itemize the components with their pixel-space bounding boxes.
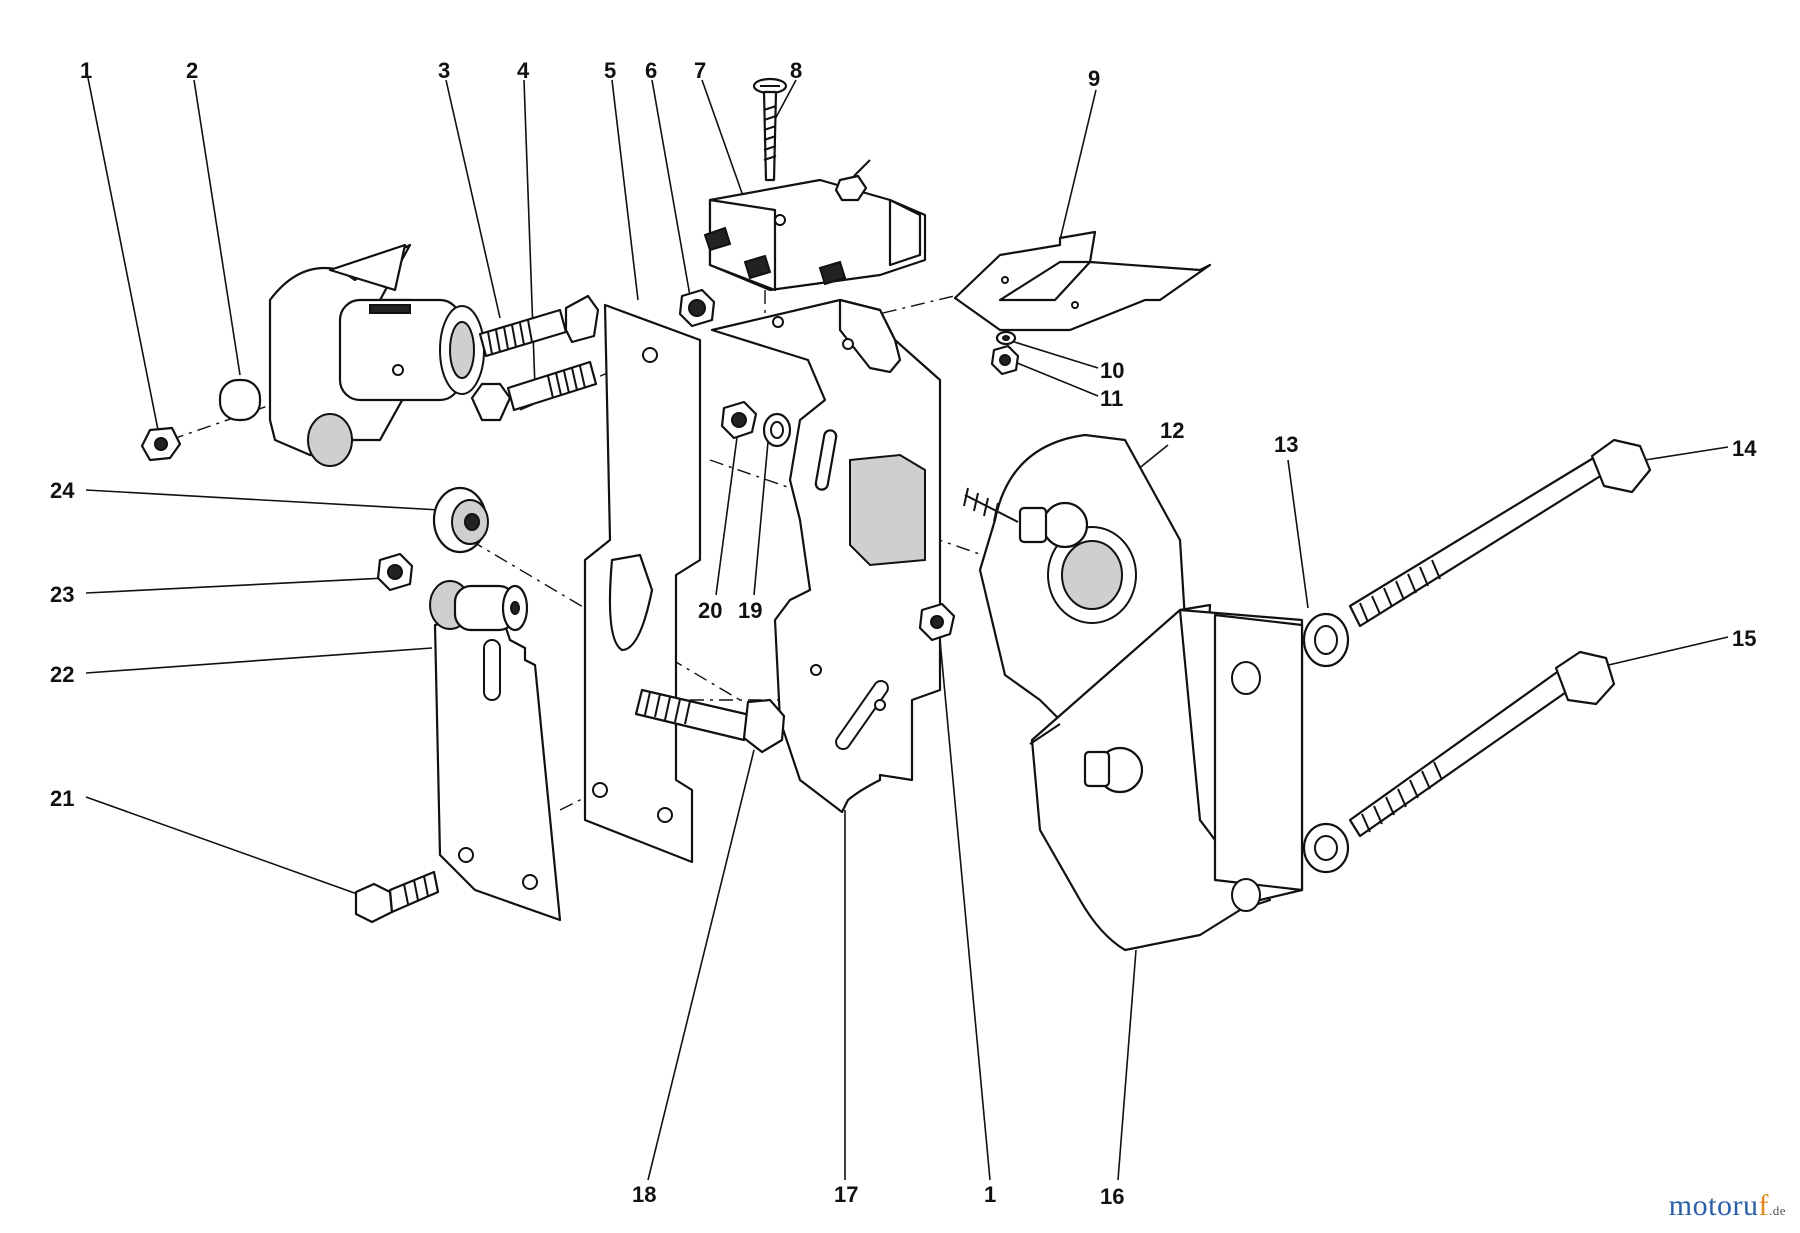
callout-14: 14 <box>1732 436 1757 461</box>
callout-3: 3 <box>438 58 450 83</box>
callout-15: 15 <box>1732 626 1756 651</box>
mounting-bracket-part-16 <box>1029 603 1304 952</box>
screw-part-8 <box>752 77 788 182</box>
site-watermark: motoruf.de <box>1669 1189 1786 1223</box>
callout-22: 22 <box>50 662 74 687</box>
nut-part-1 <box>140 426 182 462</box>
bearing-part-24 <box>432 486 489 554</box>
washer-part-10 <box>995 330 1017 346</box>
watermark-accent: f <box>1758 1189 1769 1222</box>
main-bracket-part-17 <box>710 298 942 814</box>
callout-20: 20 <box>698 598 722 623</box>
callout-21: 21 <box>50 786 74 811</box>
roller-plate-part-22 <box>429 580 562 922</box>
plate-part-5 <box>583 303 702 864</box>
callout-10: 10 <box>1100 358 1124 383</box>
callout-13: 13 <box>1274 432 1298 457</box>
callout-2: 2 <box>186 58 198 83</box>
cam-plate-part-12 <box>963 433 1187 722</box>
watermark-tld: .de <box>1768 1203 1786 1218</box>
nut-part-20 <box>720 400 758 440</box>
pivot-bracket-part-2 <box>218 243 485 467</box>
callout-labels: 1 2 3 4 5 6 7 8 9 10 11 12 13 14 15 16 1… <box>50 58 1757 1209</box>
callout-23: 23 <box>50 582 74 607</box>
callout-6: 6 <box>645 58 657 83</box>
nut-part-1-center <box>918 602 956 642</box>
callout-8: 8 <box>790 58 802 83</box>
switch-part-7 <box>703 159 927 292</box>
bolt-part-3 <box>478 294 600 358</box>
callout-9: 9 <box>1088 66 1100 91</box>
watermark-brand: motoru <box>1668 1189 1759 1222</box>
callout-24: 24 <box>50 478 75 503</box>
callout-1-top: 1 <box>80 58 92 83</box>
bolt-part-4 <box>470 360 598 422</box>
callout-12: 12 <box>1160 418 1184 443</box>
screw-part-21 <box>354 870 440 924</box>
cover-plate-part-9 <box>953 230 1212 332</box>
washer-part-13 <box>1302 612 1350 668</box>
callout-16: 16 <box>1100 1184 1124 1209</box>
callout-5: 5 <box>604 58 616 83</box>
nut-part-11 <box>990 344 1020 376</box>
bolt-part-15 <box>1302 650 1616 874</box>
washer-part-19 <box>762 412 792 448</box>
callout-11: 11 <box>1100 386 1123 411</box>
nut-part-6 <box>678 288 716 328</box>
bolt-part-18 <box>634 688 786 754</box>
callout-17: 17 <box>834 1182 858 1207</box>
callout-19: 19 <box>738 598 762 623</box>
callout-7: 7 <box>694 58 706 83</box>
bolt-part-14 <box>1348 438 1652 628</box>
nut-part-23 <box>376 552 414 592</box>
leader-lines <box>85 77 1729 1181</box>
callout-1-bottom: 1 <box>984 1182 996 1207</box>
callout-18: 18 <box>632 1182 656 1207</box>
callout-4: 4 <box>517 58 530 83</box>
